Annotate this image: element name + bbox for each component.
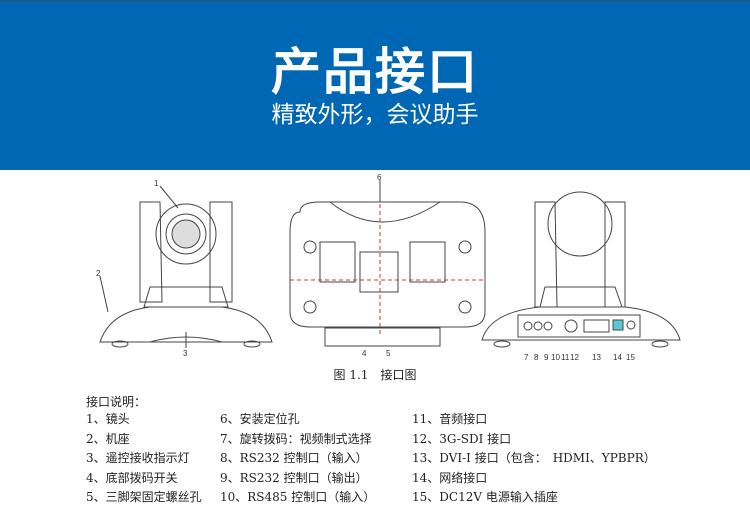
list-item: 6、安装定位孔	[220, 412, 300, 426]
list-item: 12、3G-SDI 接口	[412, 431, 512, 446]
label-13: 13	[592, 353, 601, 362]
label-14: 14	[613, 353, 622, 362]
list-item: 14、网络接口	[412, 470, 488, 485]
list-item: 1、镜头	[86, 412, 130, 426]
label-3: 3	[183, 349, 188, 358]
label-10: 10	[551, 353, 560, 362]
interface-diagram: 1 2 3 6 4 5 7 8 9 10 11 12 13 14	[96, 173, 681, 362]
description-heading: 接口说明：	[86, 395, 147, 409]
list-item: 9、RS232 控制口（输出）	[220, 470, 368, 485]
list-item: 3、遥控接收指示灯	[86, 451, 190, 465]
list-item: 15、DC12V 电源输入插座	[412, 490, 558, 504]
list-item: 13、DVI-I 接口（包含： HDMI、YPBPR）	[412, 451, 656, 465]
label-5: 5	[386, 349, 391, 358]
description-column-3: 11、音频接口 12、3G-SDI 接口 13、DVI-I 接口（包含： HDM…	[412, 410, 656, 508]
list-item: 8、RS232 控制口（输入）	[220, 451, 368, 465]
label-7: 7	[524, 353, 529, 362]
label-11: 11	[561, 353, 570, 362]
label-1: 1	[154, 179, 159, 188]
description-column-1: 1、镜头 2、机座 3、遥控接收指示灯 4、底部拨码开关 5、三脚架固定螺丝孔	[86, 410, 202, 508]
figure-caption: 图 1.1 接口图	[333, 368, 417, 382]
label-12: 12	[570, 353, 579, 362]
label-8: 8	[534, 353, 539, 362]
camera-back-view	[481, 191, 681, 348]
label-4: 4	[362, 349, 367, 358]
label-2: 2	[96, 269, 101, 278]
label-15: 15	[626, 353, 635, 362]
list-item: 10、RS485 控制口（输入）	[220, 490, 376, 504]
camera-bottom-view	[289, 180, 486, 347]
label-6: 6	[377, 173, 382, 182]
camera-front-view	[99, 185, 273, 348]
list-item: 5、三脚架固定螺丝孔	[86, 490, 202, 504]
list-item: 4、底部拨码开关	[86, 470, 178, 485]
label-9: 9	[544, 353, 549, 362]
list-item: 2、机座	[86, 431, 130, 446]
page-title: 产品接口	[271, 43, 479, 101]
description-column-2: 6、安装定位孔 7、旋转拨码：视频制式选择 8、RS232 控制口（输入） 9、…	[220, 410, 375, 508]
list-item: 7、旋转拨码：视频制式选择	[220, 431, 372, 446]
list-item: 11、音频接口	[412, 412, 488, 426]
page-subtitle: 精致外形，会议助手	[271, 102, 479, 128]
header-banner: 产品接口 精致外形，会议助手	[0, 0, 750, 170]
